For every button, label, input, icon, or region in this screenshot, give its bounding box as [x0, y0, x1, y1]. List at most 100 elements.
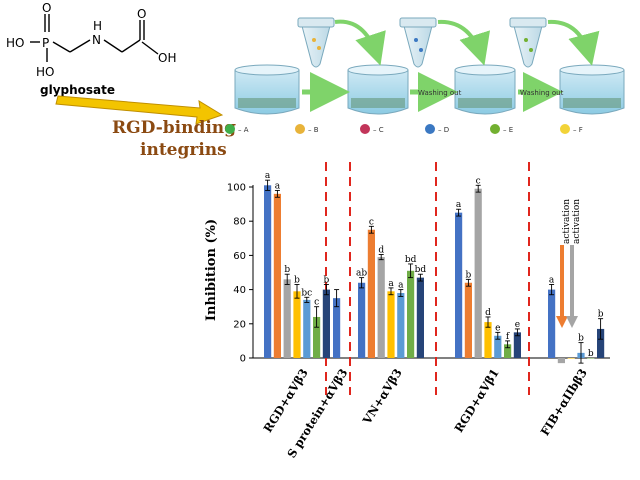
group-dividers	[325, 162, 530, 395]
beaker-4	[559, 64, 625, 115]
beaker-1	[234, 64, 300, 115]
bar	[387, 291, 395, 358]
atom-ho2: HO	[36, 65, 54, 79]
activation-label-2: activation	[572, 199, 582, 244]
bar	[557, 358, 565, 364]
sig-letter: c	[369, 217, 374, 227]
key-label-3: – D	[438, 126, 449, 134]
bar	[358, 282, 366, 358]
sig-letter: e	[495, 323, 500, 333]
category-label: RGD+αVβ1	[452, 366, 502, 435]
sig-letter: a	[388, 279, 394, 289]
atom-p: P	[42, 36, 49, 50]
y-tick-label: 40	[233, 285, 246, 296]
bar	[494, 335, 502, 358]
key-swatch-5	[560, 124, 570, 134]
annotation-line1: RGD-binding	[112, 118, 236, 138]
bar	[504, 344, 512, 358]
sig-letter: a	[275, 181, 281, 191]
annotation-line2: integrins	[140, 140, 227, 160]
sig-letter: a	[398, 281, 404, 291]
atom-n: N	[92, 33, 101, 47]
sig-letter: a	[265, 171, 271, 181]
bar	[587, 358, 595, 359]
sig-letter: b	[284, 265, 290, 275]
sig-letter: b	[578, 334, 584, 344]
bar	[264, 185, 272, 358]
activation-label-1: activation	[562, 199, 572, 244]
sig-letter: b	[294, 275, 300, 285]
bar	[322, 289, 330, 358]
bar	[484, 322, 492, 358]
bar	[313, 316, 321, 358]
bar	[548, 289, 556, 358]
bar	[474, 188, 482, 358]
sig-letter: a	[549, 275, 555, 285]
bar	[407, 270, 415, 358]
sig-letter: a	[456, 200, 462, 210]
sig-letter: b	[324, 275, 330, 285]
sig-letter: bd	[405, 255, 417, 265]
bar	[293, 291, 301, 358]
bar	[283, 279, 291, 358]
key-label-2: – C	[373, 126, 384, 134]
y-tick-label: 20	[233, 319, 246, 330]
bar	[464, 282, 472, 358]
bar	[333, 298, 341, 358]
bar	[367, 229, 375, 358]
sig-letter: ab	[356, 269, 367, 279]
sig-letter: d	[378, 246, 384, 256]
bar	[513, 332, 521, 358]
bar	[397, 293, 405, 358]
category-label: VN+αVβ3	[359, 366, 405, 427]
atom-ho1: HO	[6, 36, 24, 50]
tube-1	[297, 17, 335, 68]
beaker-3	[454, 64, 516, 115]
curve-arrow-2	[437, 19, 491, 66]
key-swatch-0	[225, 124, 235, 134]
y-ticks: 0 20 40 60 80 100	[227, 183, 253, 365]
tube-2	[399, 17, 437, 68]
key-label-0: – A	[238, 126, 249, 134]
y-tick-label: 60	[233, 251, 246, 262]
wash-label-1: Washing out	[418, 89, 462, 97]
yellow-arrow	[55, 95, 224, 125]
sig-letter: e	[515, 320, 520, 330]
key-label-5: – F	[573, 126, 583, 134]
curve-arrow-1	[334, 19, 386, 66]
bar	[567, 358, 575, 359]
wash-label-2: Washing out	[520, 89, 564, 97]
sig-letter: b	[598, 310, 604, 320]
y-axis-label: Inhibition (%)	[204, 219, 219, 321]
bar	[303, 299, 311, 358]
assay-keys: – A– B– C– D– E– F	[225, 124, 583, 134]
atom-o-acid: O	[137, 7, 146, 21]
atom-o-top: O	[42, 1, 51, 15]
key-swatch-1	[295, 124, 305, 134]
category-label: FIB+αIIbβ3	[538, 366, 590, 438]
curve-arrow-3	[547, 19, 600, 66]
key-label-1: – B	[308, 126, 319, 134]
bar	[377, 257, 385, 358]
key-label-4: – E	[503, 126, 513, 134]
molecule-name: glyphosate	[40, 83, 115, 97]
atom-nh: H	[93, 19, 102, 33]
assay-schematic: Washing out Washing out – A – B – C – D – E –…	[225, 17, 625, 134]
sig-letter: bd	[415, 265, 427, 275]
beaker-2	[347, 64, 409, 115]
bar	[416, 277, 424, 358]
bar	[597, 328, 605, 358]
sig-letter: b	[588, 349, 594, 359]
key-swatch-2	[360, 124, 370, 134]
glyphosate-structure: O HO P HO H N O OH glyphosate	[6, 1, 176, 97]
tube-3	[509, 17, 547, 68]
sig-letter: d	[485, 308, 491, 318]
y-tick-label: 80	[233, 217, 246, 228]
y-tick-label: 0	[240, 354, 246, 365]
key-swatch-3	[425, 124, 435, 134]
y-tick-label: 100	[227, 183, 246, 194]
